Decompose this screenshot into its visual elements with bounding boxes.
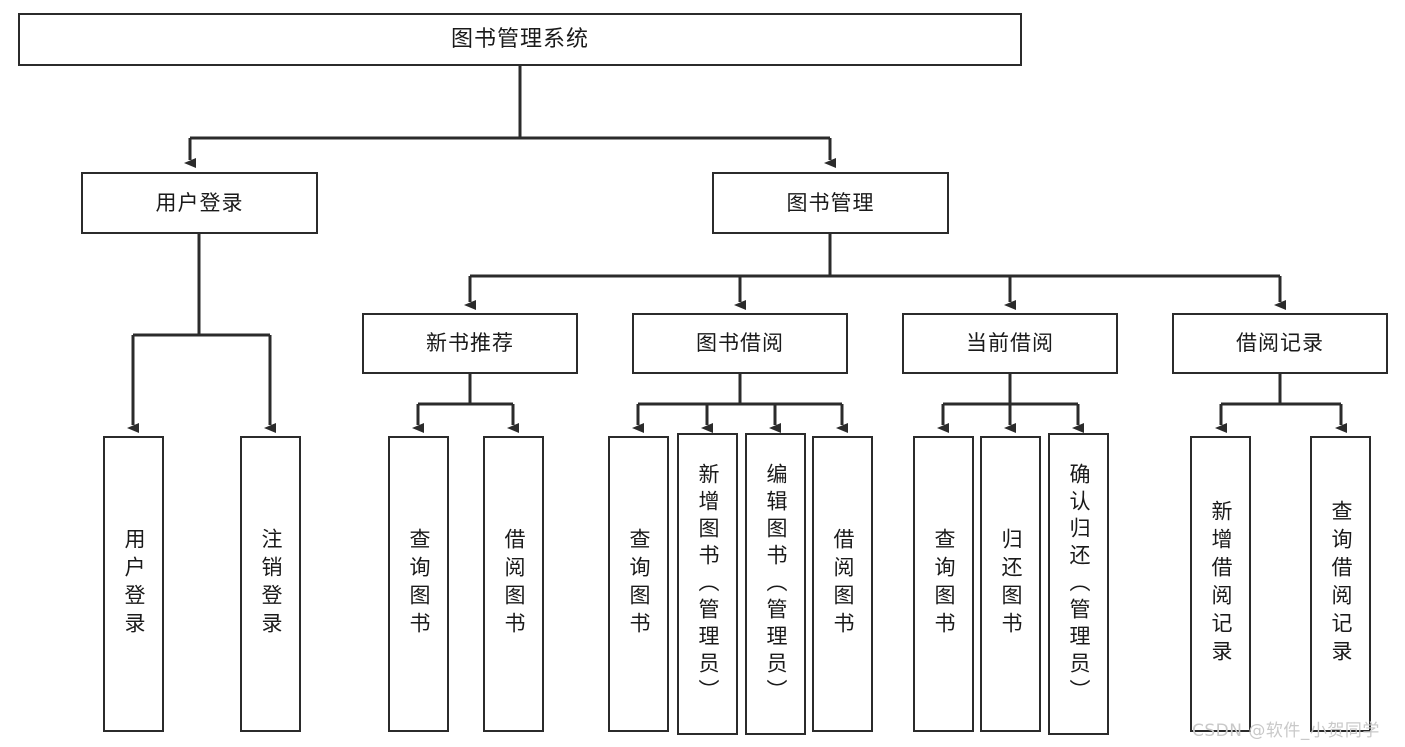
node-book-management-label: 图书管理 [786, 190, 875, 215]
leaf-book-borrow-add[interactable]: 新增图书（管理员） [677, 433, 738, 735]
leaf-book-borrow-edit[interactable]: 编辑图书（管理员） [745, 433, 806, 735]
leaf-borrow-record-query[interactable]: 查询借阅记录 [1310, 436, 1371, 732]
leaf-user-login-login[interactable]: 用户登录 [103, 436, 164, 732]
leaf-book-borrow-query-label: 查询图书 [627, 528, 651, 640]
node-borrow-record-label: 借阅记录 [1236, 331, 1324, 355]
leaf-book-borrow-borrow-label: 借阅图书 [831, 528, 855, 640]
leaf-current-borrow-return-label: 归还图书 [999, 528, 1023, 640]
node-root[interactable]: 图书管理系统 [18, 13, 1022, 66]
leaf-user-login-logout[interactable]: 注销登录 [240, 436, 301, 732]
leaf-book-borrow-edit-label: 编辑图书（管理员） [764, 462, 788, 706]
node-user-login-label: 用户登录 [155, 190, 244, 215]
leaf-user-login-login-label: 用户登录 [122, 528, 146, 640]
leaf-book-borrow-borrow[interactable]: 借阅图书 [812, 436, 873, 732]
leaf-user-login-logout-label: 注销登录 [259, 528, 283, 640]
leaf-current-borrow-confirm-label: 确认归还（管理员） [1067, 462, 1091, 706]
node-root-label: 图书管理系统 [450, 26, 589, 52]
node-book-management[interactable]: 图书管理 [712, 172, 949, 234]
node-current-borrow[interactable]: 当前借阅 [902, 313, 1118, 374]
leaf-current-borrow-confirm[interactable]: 确认归还（管理员） [1048, 433, 1109, 735]
node-new-book-recommend[interactable]: 新书推荐 [362, 313, 578, 374]
node-borrow-record[interactable]: 借阅记录 [1172, 313, 1388, 374]
node-book-borrow[interactable]: 图书借阅 [632, 313, 848, 374]
node-user-login[interactable]: 用户登录 [81, 172, 318, 234]
node-book-borrow-label: 图书借阅 [696, 331, 784, 355]
leaf-borrow-record-add[interactable]: 新增借阅记录 [1190, 436, 1251, 732]
leaf-borrow-record-add-label: 新增借阅记录 [1209, 500, 1233, 668]
leaf-current-borrow-query[interactable]: 查询图书 [913, 436, 974, 732]
leaf-current-borrow-return[interactable]: 归还图书 [980, 436, 1041, 732]
node-current-borrow-label: 当前借阅 [966, 331, 1054, 355]
leaf-book-borrow-query[interactable]: 查询图书 [608, 436, 669, 732]
leaf-new-book-borrow-label: 借阅图书 [502, 528, 526, 640]
leaf-current-borrow-query-label: 查询图书 [932, 528, 956, 640]
csdn-watermark: CSDN @软件_小贺同学 [1192, 721, 1380, 741]
leaf-new-book-query[interactable]: 查询图书 [388, 436, 449, 732]
leaf-new-book-borrow[interactable]: 借阅图书 [483, 436, 544, 732]
leaf-book-borrow-add-label: 新增图书（管理员） [696, 462, 720, 706]
leaf-borrow-record-query-label: 查询借阅记录 [1329, 500, 1353, 668]
leaf-new-book-query-label: 查询图书 [407, 528, 431, 640]
node-new-book-recommend-label: 新书推荐 [426, 331, 514, 355]
